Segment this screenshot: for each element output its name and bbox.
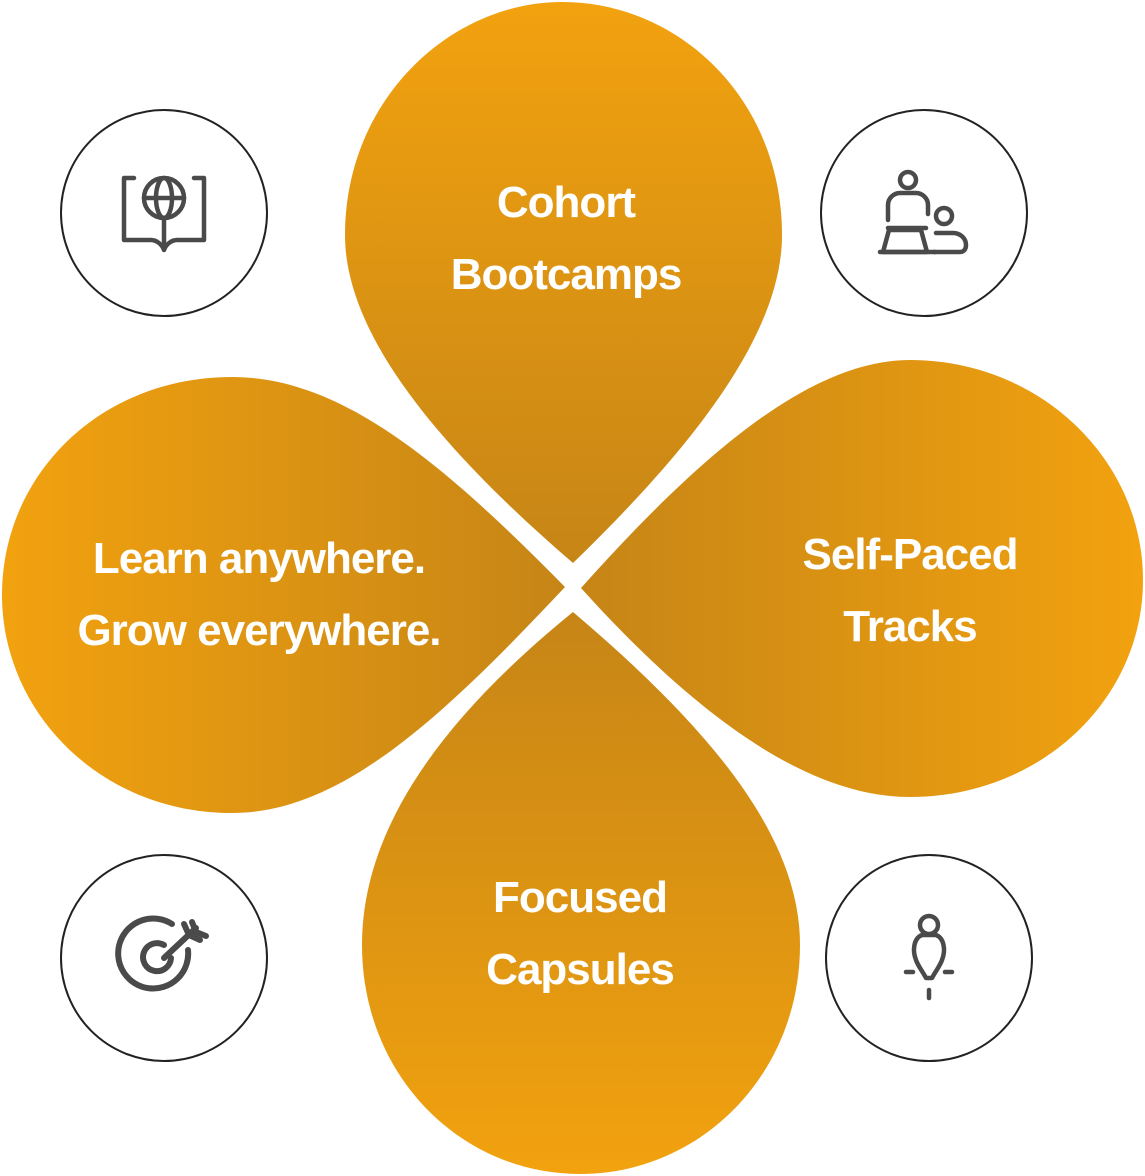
petal-left-line1: Learn anywhere. [93, 534, 425, 583]
person-laptop-icon [877, 169, 969, 255]
petal-bottom-shape [362, 612, 800, 1174]
petal-focused-capsules: Focused Capsules [362, 612, 800, 1174]
petal-top-line1: Cohort [497, 178, 637, 227]
target-arrow-icon [115, 915, 209, 992]
globe-book-icon-circle [60, 109, 268, 317]
petal-learn-anywhere: Learn anywhere. Grow everywhere. [2, 377, 565, 813]
petal-cohort-bootcamps: Cohort Bootcamps [345, 2, 782, 563]
globe-book-icon [121, 175, 207, 253]
petal-left-line2: Grow everywhere. [77, 606, 440, 655]
petal-self-paced-tracks: Self-Paced Tracks [581, 360, 1143, 797]
target-arrow-icon-circle [60, 854, 268, 1062]
person-lightbulb-icon [903, 913, 955, 1001]
petal-top-shape [345, 2, 782, 563]
person-laptop-icon-circle [820, 109, 1028, 317]
petal-right-shape [581, 360, 1143, 797]
petal-right-line2: Tracks [843, 602, 976, 651]
petal-left-shape [2, 377, 565, 813]
petal-bottom-line1: Focused [493, 873, 667, 922]
petal-right-line1: Self-Paced [803, 530, 1018, 579]
petal-top-line2: Bootcamps [451, 250, 682, 299]
petal-bottom-line2: Capsules [486, 945, 674, 994]
person-lightbulb-icon-circle [825, 854, 1033, 1062]
